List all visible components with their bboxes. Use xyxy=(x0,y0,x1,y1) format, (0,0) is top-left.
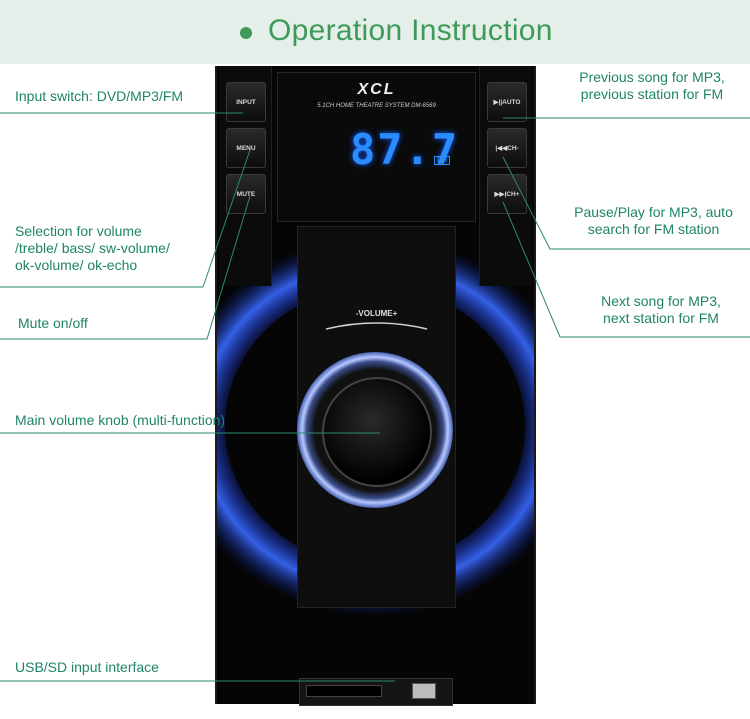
usb-sd-interface xyxy=(299,678,453,706)
speaker-device: INPUT MENU MUTE ▶||AUTO |◀◀CH- ▶▶|CH+ XC… xyxy=(215,66,536,706)
previous-label-line2: previous station for FM xyxy=(580,86,724,102)
frequency-display: 87.7 xyxy=(350,125,460,174)
play-pause-auto-button[interactable]: ▶||AUTO xyxy=(487,82,527,122)
brand-logo: XCL xyxy=(357,81,396,98)
input-switch-label: Input switch: DVD/MP3/FM xyxy=(15,88,184,104)
next-label-line2: next station for FM xyxy=(603,310,719,326)
next-label: Next song for MP3, next station for FM xyxy=(577,293,745,327)
selection-label-line3: ok-volume/ ok-echo xyxy=(15,257,138,273)
page-title: Operation Instruction xyxy=(268,14,553,47)
next-label-line1: Next song for MP3, xyxy=(601,293,721,309)
selection-label: Selection for volume /treble/ bass/ sw-v… xyxy=(15,223,170,274)
selection-label-line1: Selection for volume xyxy=(15,223,142,239)
input-button[interactable]: INPUT xyxy=(226,82,266,122)
previous-label: Previous song for MP3, previous station … xyxy=(557,69,747,103)
usb-label: USB/SD input interface xyxy=(15,659,159,675)
header-bar: Operation Instruction xyxy=(0,0,750,64)
bullet-icon xyxy=(240,27,252,39)
display-panel: XCL 5.1CH HOME THEATRE SYSTEM DM-6569 87… xyxy=(277,72,476,222)
pause-play-label-line1: Pause/Play for MP3, auto xyxy=(574,204,733,220)
model-text: 5.1CH HOME THEATRE SYSTEM DM-6569 xyxy=(317,103,436,109)
sd-card-slot[interactable] xyxy=(306,685,382,697)
pause-play-label-line2: search for FM station xyxy=(587,221,720,237)
fm-indicator: FM xyxy=(434,156,451,165)
next-channel-button[interactable]: ▶▶|CH+ xyxy=(487,174,527,214)
mute-label: Mute on/off xyxy=(18,315,88,331)
volume-arc xyxy=(325,322,428,330)
mute-button[interactable]: MUTE xyxy=(226,174,266,214)
pause-play-label: Pause/Play for MP3, auto search for FM s… xyxy=(557,204,750,238)
usb-port[interactable] xyxy=(412,683,436,699)
previous-label-line1: Previous song for MP3, xyxy=(579,69,725,85)
previous-channel-button[interactable]: |◀◀CH- xyxy=(487,128,527,168)
selection-label-line2: /treble/ bass/ sw-volume/ xyxy=(15,240,170,256)
main-knob-label: Main volume knob (multi-function) xyxy=(15,412,226,428)
volume-label: -VOLUME+ xyxy=(355,309,398,318)
volume-knob[interactable] xyxy=(322,377,432,487)
